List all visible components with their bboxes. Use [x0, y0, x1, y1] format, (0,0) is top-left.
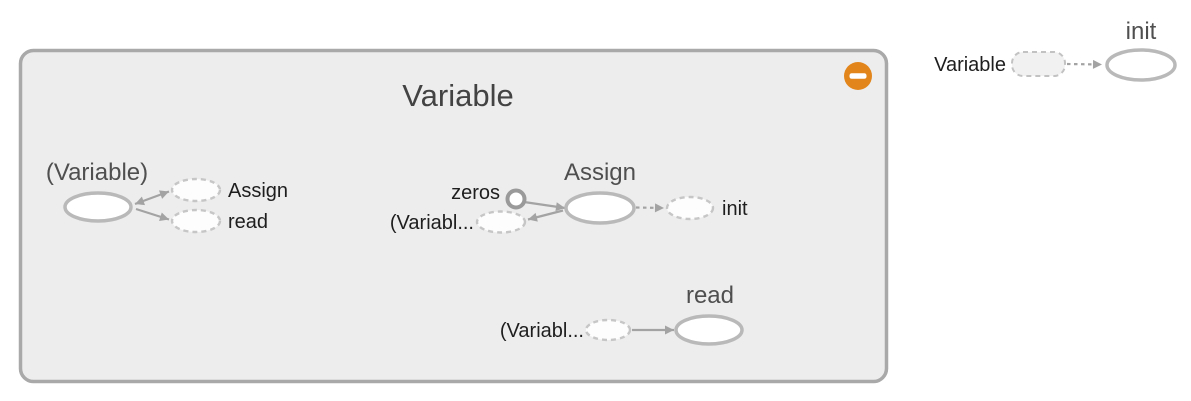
zeros-label: zeros [451, 182, 500, 204]
aux-variable-proxy-node[interactable] [1011, 51, 1066, 77]
aux-init-op-node[interactable] [1105, 48, 1177, 82]
collapse-button[interactable] [844, 62, 872, 90]
assign-op-title: Assign [564, 159, 636, 186]
variable-op-title: (Variable) [46, 159, 148, 186]
zeros-const-node[interactable] [505, 188, 527, 210]
edge-variable-to-read [135, 207, 170, 222]
edge-aux-variable-to-init [1066, 59, 1103, 69]
namespace-group-box[interactable] [18, 48, 889, 384]
aux-variable-proxy-label: Variable [934, 54, 1006, 76]
init-proxy-node[interactable] [665, 195, 715, 221]
aux-init-op-title: init [1126, 18, 1157, 45]
cluster-variable-op: (Variable) Assign read [46, 159, 288, 234]
cluster-read-op: read (Variabl... [500, 282, 744, 346]
edge-assign-to-variable-proxy [527, 209, 564, 222]
variable-op-node[interactable] [63, 191, 133, 223]
assign-op-node[interactable] [564, 191, 636, 225]
edges-layer [134, 59, 1103, 335]
group-title: Variable [402, 78, 513, 113]
minus-icon [849, 73, 867, 79]
read-op-title: read [686, 282, 734, 309]
init-proxy-label: init [722, 198, 748, 220]
cluster-assign-op: Assign zeros (Variabl... init [390, 159, 748, 234]
assign-proxy-node[interactable] [170, 177, 222, 203]
namespace-group-variable[interactable]: Variable [18, 48, 889, 384]
edge-variable-to-assign [134, 190, 170, 206]
edge-zeros-to-assign [523, 200, 566, 212]
assign-variable-proxy-node[interactable] [475, 210, 527, 234]
read-proxy-node[interactable] [170, 208, 222, 234]
read-op-node[interactable] [674, 314, 744, 346]
aux-cluster-init: Variable init [934, 18, 1177, 82]
read-variable-proxy-node[interactable] [584, 318, 632, 342]
assign-variable-proxy-label: (Variabl... [390, 212, 474, 234]
assign-proxy-label: Assign [228, 180, 288, 202]
read-proxy-label: read [228, 211, 268, 233]
edge-assign-to-init [635, 203, 665, 213]
read-variable-proxy-label: (Variabl... [500, 320, 584, 342]
